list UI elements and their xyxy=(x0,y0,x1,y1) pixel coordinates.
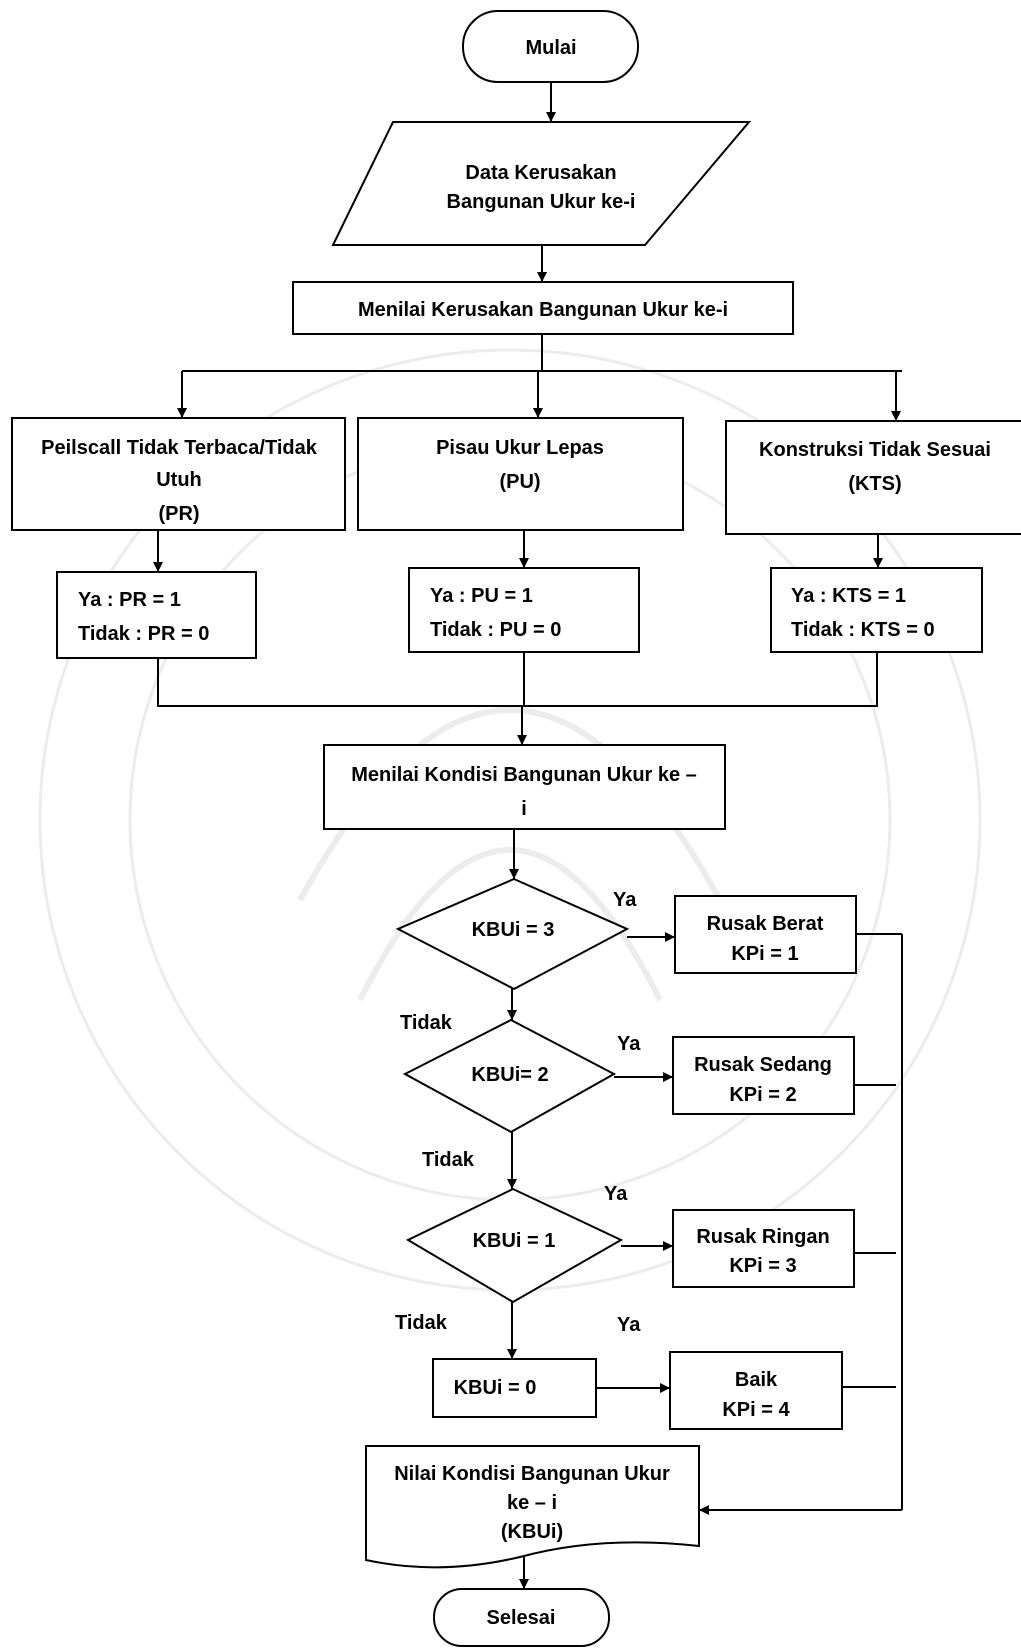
decision-kbui-2-label: KBUi= 2 xyxy=(471,1064,548,1086)
result-rusak-ringan-line2: KPi = 3 xyxy=(729,1255,796,1277)
value-kts-tidak: Tidak : KTS = 0 xyxy=(791,619,935,641)
value-pu-ya: Ya : PU = 1 xyxy=(430,585,533,607)
start-label: Mulai xyxy=(525,37,576,59)
end-terminator xyxy=(433,1588,610,1647)
input-parallelogram xyxy=(331,121,752,246)
decision-kbui-3-label: KBUi = 3 xyxy=(472,919,555,941)
result-rusak-sedang-line2: KPi = 2 xyxy=(729,1084,796,1106)
result-baik-box xyxy=(669,1351,843,1430)
input-label-line2: Bangunan Ukur ke-i xyxy=(447,191,636,213)
result-rusak-berat-line1: Rusak Berat xyxy=(707,913,824,935)
value-kts-box xyxy=(770,567,983,653)
assess-condition-box xyxy=(323,744,726,830)
value-pr-ya: Ya : PR = 1 xyxy=(78,589,181,611)
criteria-pr-line2: Utuh xyxy=(156,469,202,491)
criteria-kts-line2: (KTS) xyxy=(848,473,901,495)
output-line3: (KBUi) xyxy=(501,1521,563,1543)
assess-condition-line2: i xyxy=(521,798,527,820)
result-rusak-ringan-box xyxy=(672,1209,855,1288)
value-pu-box xyxy=(408,567,640,653)
input-label-line1: Data Kerusakan xyxy=(465,162,616,184)
result-rusak-sedang-line1: Rusak Sedang xyxy=(694,1054,832,1076)
branch-label-tidak-dec1: Tidak xyxy=(395,1312,448,1334)
output-line1: Nilai Kondisi Bangunan Ukur xyxy=(394,1463,670,1485)
result-rusak-berat-box xyxy=(674,895,857,974)
result-baik-line1: Baik xyxy=(735,1369,778,1391)
branch-label-ya-dec3: Ya xyxy=(613,889,637,911)
output-line2: ke – i xyxy=(507,1492,557,1514)
decision-kbui-1-label: KBUi = 1 xyxy=(473,1230,556,1252)
kbui-0-label: KBUi = 0 xyxy=(454,1377,537,1399)
decision-kbui-3 xyxy=(395,877,630,991)
branch-label-ya-dec2: Ya xyxy=(617,1033,641,1055)
assess-condition-line1: Menilai Kondisi Bangunan Ukur ke – xyxy=(351,764,697,786)
assess-damage-label: Menilai Kerusakan Bangunan Ukur ke-i xyxy=(358,299,728,321)
branch-label-ya-dec1: Ya xyxy=(604,1183,628,1205)
end-label: Selesai xyxy=(487,1607,556,1629)
branch-label-tidak-dec3: Tidak xyxy=(400,1012,453,1034)
criteria-pu-line1: Pisau Ukur Lepas xyxy=(436,437,604,459)
branch-label-ya-kbu0: Ya xyxy=(617,1314,641,1336)
assess-damage-box xyxy=(292,281,794,335)
criteria-pu-box xyxy=(357,417,684,531)
criteria-pr-box xyxy=(11,417,346,531)
kbui-0-box xyxy=(432,1358,597,1418)
value-kts-ya: Ya : KTS = 1 xyxy=(791,585,906,607)
value-pu-tidak: Tidak : PU = 0 xyxy=(430,619,561,641)
criteria-pr-line1: Peilscall Tidak Terbaca/Tidak xyxy=(41,437,318,459)
criteria-pr-line3: (PR) xyxy=(158,503,199,525)
result-rusak-berat-line2: KPi = 1 xyxy=(731,943,798,965)
criteria-kts-line1: Konstruksi Tidak Sesuai xyxy=(759,439,991,461)
branch-label-tidak-dec2: Tidak xyxy=(422,1149,475,1171)
criteria-pu-line2: (PU) xyxy=(499,471,540,493)
connector-values-merge xyxy=(157,652,878,707)
output-document xyxy=(365,1445,700,1569)
value-pr-tidak: Tidak : PR = 0 xyxy=(78,623,209,645)
criteria-kts-box xyxy=(725,420,1021,535)
result-rusak-ringan-line1: Rusak Ringan xyxy=(696,1226,829,1248)
result-rusak-sedang-box xyxy=(672,1036,855,1115)
value-pr-box xyxy=(56,571,257,659)
result-baik-line2: KPi = 4 xyxy=(722,1399,790,1421)
